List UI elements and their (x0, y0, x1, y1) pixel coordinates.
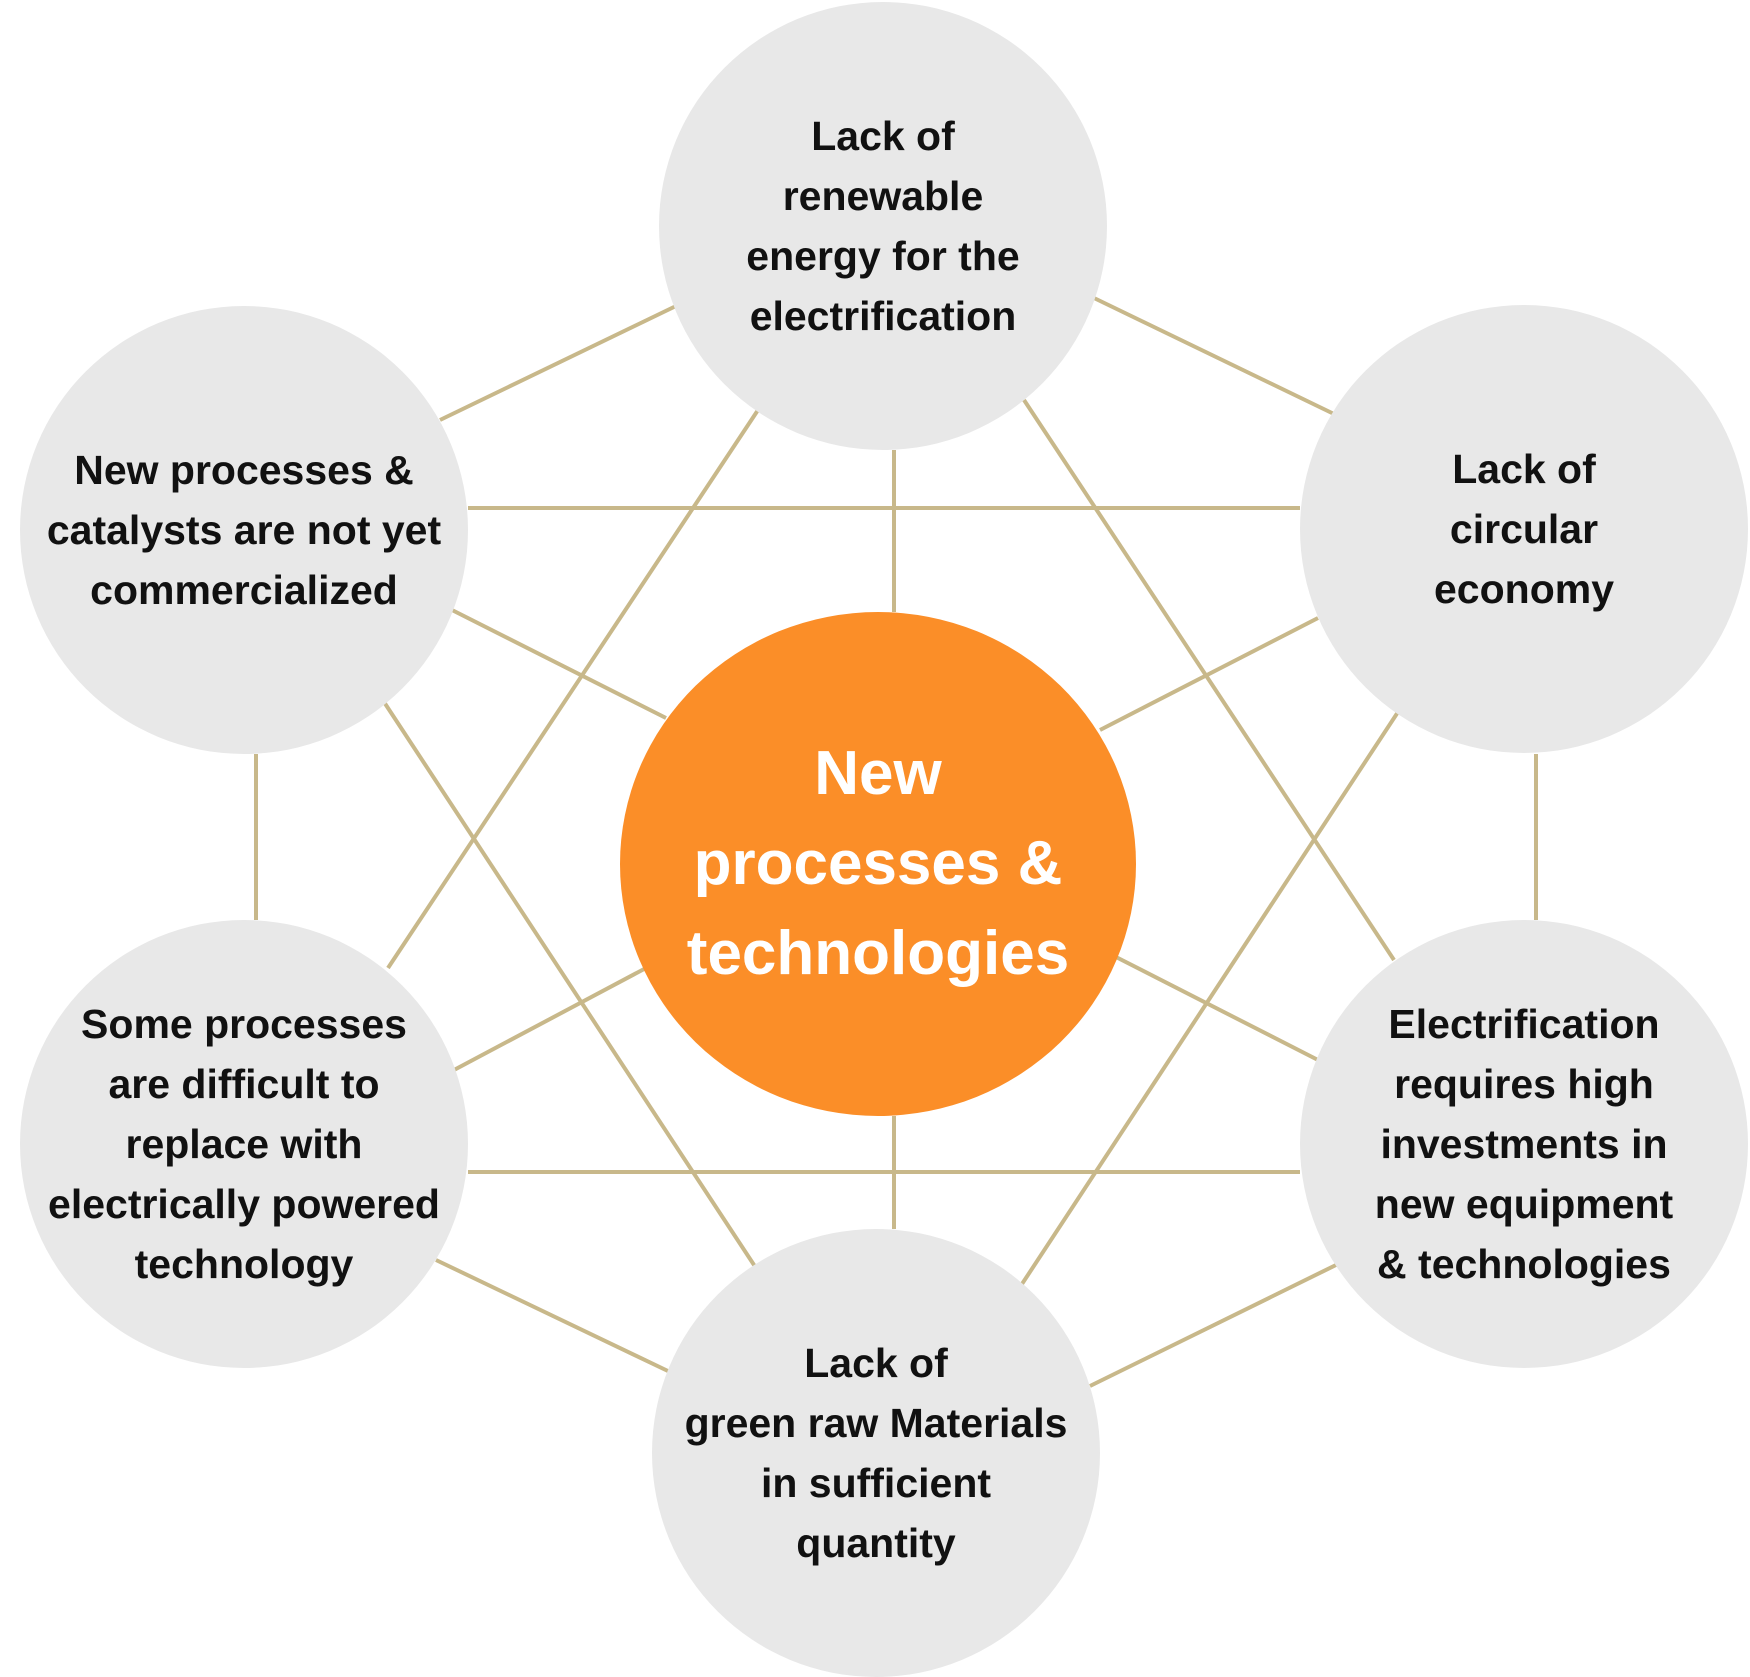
line-center-lowerleft (453, 966, 647, 1072)
node-upper-left-label: New processes & catalysts are not yet co… (46, 447, 442, 613)
node-lower-right: Electrification requires high investment… (1300, 920, 1748, 1368)
node-top-label: Lack of renewable energy for the electri… (746, 113, 1020, 339)
line-upperright-center (1099, 616, 1319, 732)
node-bottom: Lack of green raw Materials in sufficien… (652, 1229, 1100, 1677)
line-lowerright-bottom (1089, 1262, 1339, 1388)
node-bottom-label: Lack of green raw Materials in sufficien… (684, 1340, 1068, 1566)
node-lower-left: Some processes are difficult to replace … (20, 920, 468, 1368)
node-upper-left: New processes & catalysts are not yet co… (20, 306, 468, 754)
line-top-lowerleft (386, 408, 760, 970)
line-lowerleft-bottom (435, 1258, 671, 1374)
line-top-lowerright (1022, 398, 1396, 962)
node-top: Lack of renewable energy for the electri… (659, 2, 1107, 450)
line-top-upperleft (439, 304, 677, 422)
node-lower-left-label: Some processes are difficult to replace … (48, 1001, 440, 1287)
line-upperleft-center (451, 608, 667, 720)
node-upper-right: Lack of circular economy (1300, 305, 1748, 753)
center-node-label: New processes & technologies (686, 739, 1070, 988)
node-upper-right-label: Lack of circular economy (1434, 446, 1614, 612)
node-lower-right-label: Electrification requires high investment… (1374, 1001, 1674, 1287)
line-upperright-bottom (1020, 710, 1400, 1286)
line-center-lowerright (1113, 954, 1319, 1062)
center-node: New processes & technologies (620, 612, 1136, 1116)
line-top-upperright (1093, 296, 1335, 416)
